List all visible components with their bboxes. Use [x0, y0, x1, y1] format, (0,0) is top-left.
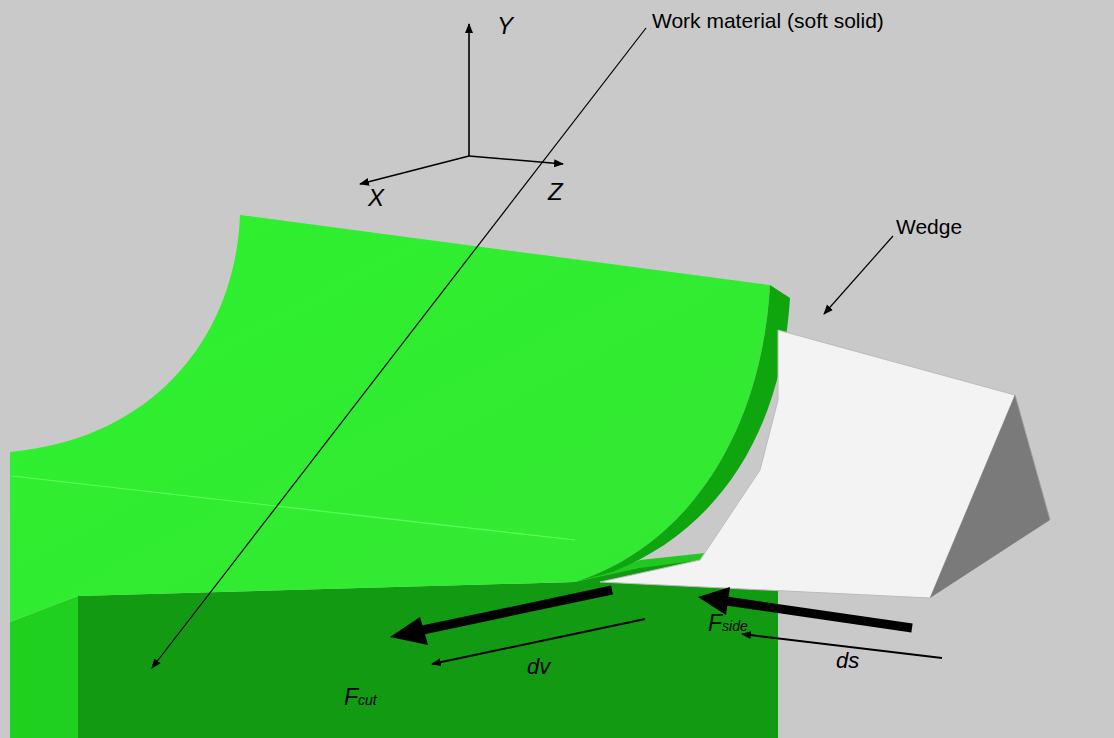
velocity-label: dv [527, 656, 550, 678]
displacement-label: ds [836, 650, 859, 672]
axis-label: Z [548, 180, 563, 204]
leader-line [824, 236, 893, 314]
leader-line [152, 28, 646, 668]
axis-triad [360, 24, 563, 184]
callout-label: Work material (soft solid) [652, 10, 884, 31]
wedge-edge [1015, 395, 1050, 520]
chip-surface [10, 215, 770, 622]
axis-label: X [368, 186, 384, 210]
wedge-end-face [930, 395, 1050, 598]
force-label: Fcut [344, 686, 377, 709]
axis-label: Y [497, 14, 513, 38]
force-label: Fside [708, 612, 748, 635]
callout-label: Wedge [896, 216, 962, 237]
